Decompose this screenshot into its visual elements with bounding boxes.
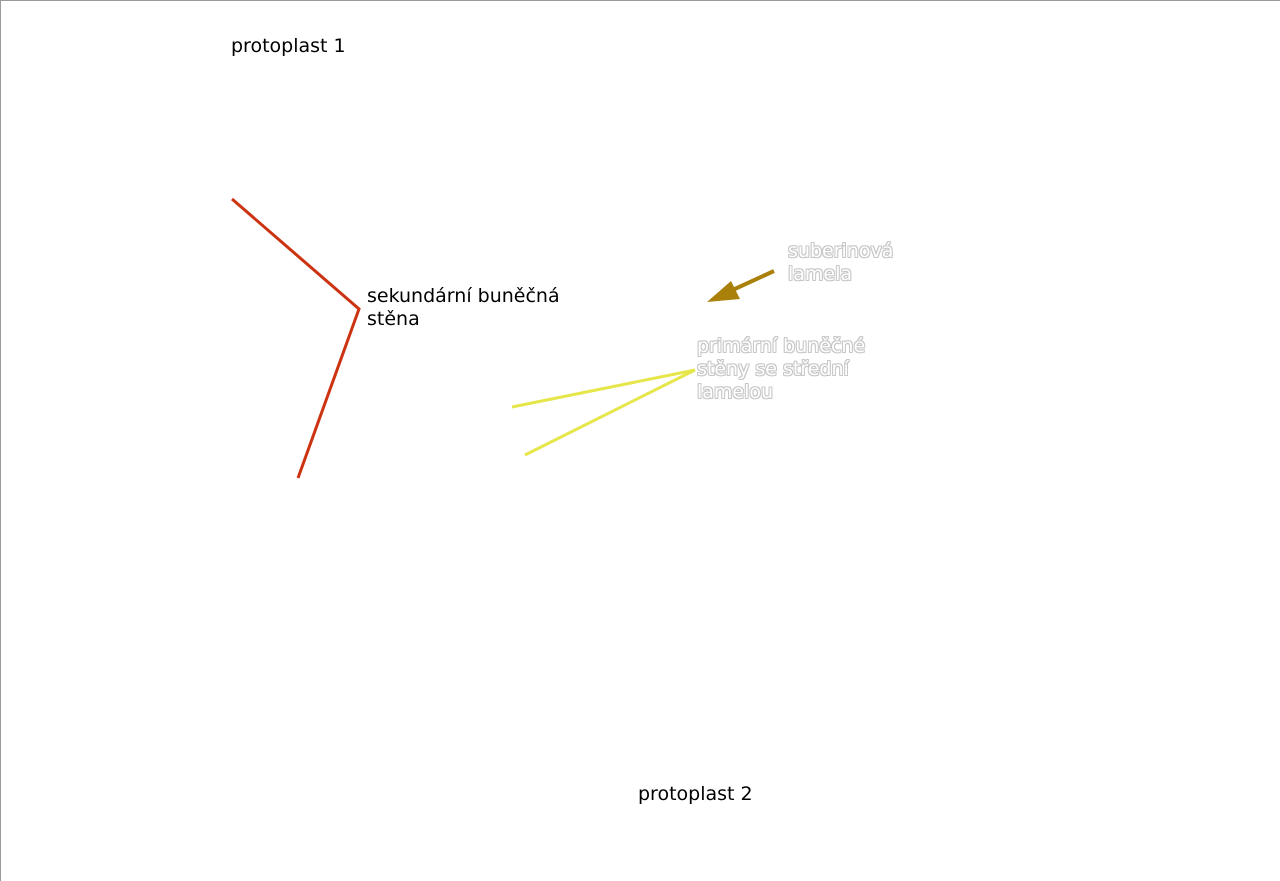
suberin-lamella-label: suberinová lamela [788, 240, 894, 285]
protoplast-1-label: protoplast 1 [231, 35, 346, 57]
secondary-wall-label: sekundární buněčná stěna [367, 285, 560, 330]
suberin-lamella-arrowhead [707, 281, 740, 302]
protoplast-2-label: protoplast 2 [638, 783, 753, 805]
secondary-wall-pointer-line [231, 197, 361, 479]
primary-wall-pointer-line-upper [511, 368, 696, 409]
primary-wall-pointer-line-lower [524, 368, 696, 457]
primary-walls-label: primární buněčné stěny se střední lamelo… [697, 335, 866, 403]
